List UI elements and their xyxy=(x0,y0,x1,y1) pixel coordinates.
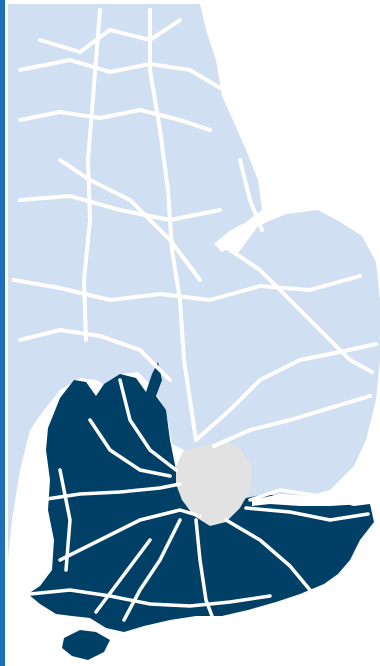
accent-side-bar xyxy=(0,0,5,666)
road-network xyxy=(12,8,378,448)
region-isle-of-wight xyxy=(62,630,110,660)
region-greater-london xyxy=(176,440,252,526)
estuary-wash xyxy=(214,224,250,252)
region-context-east xyxy=(8,4,380,666)
estuary-thames xyxy=(252,494,362,506)
